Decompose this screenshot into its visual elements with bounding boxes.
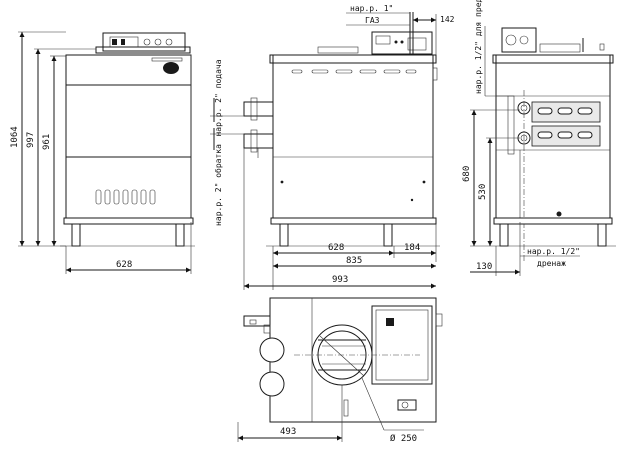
label-supply: нар.р. 2" подача bbox=[214, 59, 223, 136]
dim-side-184: 184 bbox=[404, 243, 420, 253]
side-view: нар.р. 2" подача нар.р. 2" обратка нар.р… bbox=[210, 4, 455, 290]
dim-530: 530 bbox=[478, 184, 488, 200]
label-gas-thread: нар.р. 1" bbox=[350, 4, 393, 13]
label-gas: ГАЗ bbox=[365, 16, 380, 25]
label-return: нар.р. 2" обратка bbox=[213, 144, 223, 226]
rear-grilles bbox=[531, 101, 601, 147]
dim-side-628: 628 bbox=[328, 243, 344, 253]
rear-view: нар.р. 1/2" для предохр.кл. 680 530 нар.… bbox=[462, 0, 616, 276]
dim-680: 680 bbox=[462, 166, 472, 182]
dim-side-835: 835 bbox=[346, 256, 362, 266]
dim-142: 142 bbox=[440, 15, 455, 24]
dim-961: 961 bbox=[42, 134, 52, 150]
label-drain-thread: нар.р. 1/2" bbox=[527, 247, 580, 256]
dim-side-993: 993 bbox=[332, 275, 348, 285]
dim-493: 493 bbox=[280, 427, 296, 437]
dim-front-628: 628 bbox=[116, 260, 132, 270]
dim-flue-diameter: Ø 250 bbox=[390, 433, 417, 444]
label-relief-valve: нар.р. 1/2" для предохр.кл. bbox=[474, 0, 483, 94]
side-louvers bbox=[291, 69, 417, 74]
top-view: 493 Ø 250 bbox=[237, 297, 443, 444]
front-windows bbox=[95, 189, 156, 205]
front-view: 1064 997 961 628 bbox=[10, 31, 195, 274]
dim-997: 997 bbox=[26, 132, 36, 148]
dim-130: 130 bbox=[476, 262, 492, 272]
dim-1064: 1064 bbox=[10, 126, 20, 148]
label-drain: дренаж bbox=[537, 259, 566, 268]
